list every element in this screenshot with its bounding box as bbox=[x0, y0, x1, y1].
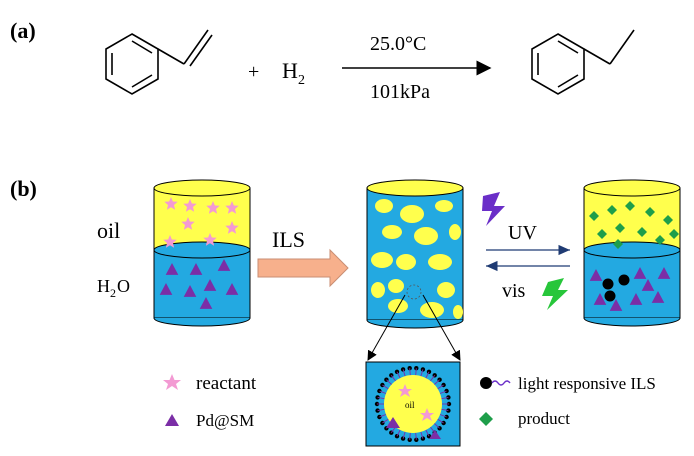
svg-text:2: 2 bbox=[298, 73, 305, 88]
micelle-interior-marks bbox=[386, 384, 441, 439]
svg-text:H: H bbox=[97, 276, 110, 296]
catalyst-triangle-icon bbox=[165, 414, 179, 426]
biphasic-cylinder bbox=[153, 179, 251, 327]
legend-catalyst: Pd@SM bbox=[196, 411, 254, 430]
ils-arrow bbox=[257, 248, 349, 288]
panel-a-label: (a) bbox=[10, 18, 36, 43]
legend-reactant: reactant bbox=[196, 373, 257, 394]
legend: reactant Pd@SM light responsive ILS prod… bbox=[163, 373, 656, 430]
hydrogen-formula: H 2 bbox=[282, 58, 305, 88]
ils-molecules bbox=[602, 274, 630, 302]
legend-ils: light responsive ILS bbox=[518, 374, 656, 393]
ethylbenzene-structure bbox=[531, 29, 635, 95]
svg-text:2: 2 bbox=[110, 286, 116, 300]
panel-b-label: (b) bbox=[10, 176, 37, 201]
micelle-ils-shell bbox=[374, 366, 452, 442]
micelle-oil-label: oil bbox=[405, 400, 415, 410]
reactant-stars-oil bbox=[163, 197, 239, 248]
condition-temperature: 25.0°C bbox=[370, 33, 426, 55]
catalyst-triangles-water bbox=[159, 259, 239, 309]
styrene-structure bbox=[105, 29, 213, 95]
ils-molecule-icon bbox=[480, 377, 492, 389]
oil-phase-label: oil bbox=[97, 218, 120, 243]
legend-product: product bbox=[518, 409, 570, 428]
condition-pressure: 101kPa bbox=[370, 81, 430, 103]
uv-lightning-icon bbox=[482, 192, 505, 226]
reactant-star-icon bbox=[163, 374, 181, 390]
product-diamonds-oil bbox=[589, 201, 679, 249]
uv-step-label: UV bbox=[508, 222, 537, 244]
catalyst-triangles-water-recovered bbox=[589, 267, 671, 311]
plus-sign: + bbox=[248, 61, 259, 83]
water-phase-label: H 2 O bbox=[97, 276, 130, 300]
zoom-line-right bbox=[422, 294, 461, 361]
zoom-droplet-marker bbox=[406, 284, 422, 300]
ils-step-label: ILS bbox=[272, 227, 305, 252]
vis-step-label: vis bbox=[502, 280, 526, 302]
svg-text:H: H bbox=[282, 58, 298, 83]
zoom-line-left bbox=[367, 294, 406, 361]
svg-text:O: O bbox=[117, 276, 130, 296]
vis-lightning-icon bbox=[542, 278, 568, 310]
product-diamond-icon bbox=[479, 412, 493, 426]
